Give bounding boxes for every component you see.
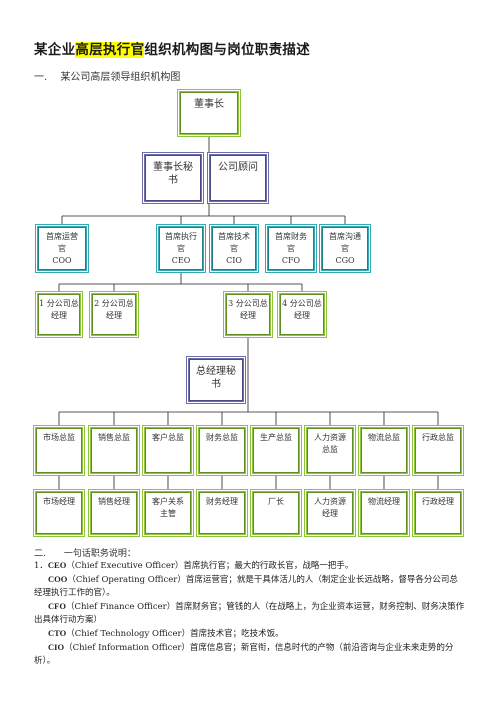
title-highlight: 高层执行官 xyxy=(75,42,145,58)
node-director-sales: 销售总监 xyxy=(88,425,140,476)
node-director-admin: 行政总监 xyxy=(412,425,464,476)
org-chart-connectors xyxy=(58,136,439,489)
node-branch-gm-1: 1 分公司总 经理 xyxy=(35,291,83,338)
title-prefix: 某企业 xyxy=(34,42,76,58)
node-chairman-secretary: 董事长秘 书 xyxy=(142,152,204,204)
desc-code: CTO xyxy=(48,628,67,638)
node-manager-hr: 人力资源 经理 xyxy=(304,489,356,537)
node-chairman: 董事长 xyxy=(177,89,241,137)
node-manager-admin: 行政经理 xyxy=(412,489,464,537)
desc-text: （Chief Finance Officer）首席财务官；管钱的人（在战略上，为… xyxy=(34,602,465,625)
node-factory-director: 厂长 xyxy=(250,489,302,537)
node-director-finance: 财务总监 xyxy=(196,425,248,476)
node-manager-customer-relations: 客户关系 主管 xyxy=(142,489,194,537)
node-branch-gm-3: 3 分公司总 经理 xyxy=(223,291,273,338)
node-director-hr: 人力资源 总监 xyxy=(304,425,356,476)
node-manager-logistics: 物流经理 xyxy=(358,489,410,537)
desc-code: CEO xyxy=(47,560,67,570)
desc-ceo: 1．CEO（Chief Executive Officer）首席执行官；最大的行… xyxy=(34,559,466,573)
node-branch-gm-4: 4 分公司总 经理 xyxy=(277,291,327,338)
desc-code: COO xyxy=(48,574,68,584)
node-manager-sales: 销售经理 xyxy=(88,489,140,537)
node-manager-finance: 财务经理 xyxy=(196,489,248,537)
node-coo: 首席运营 官 COO xyxy=(35,224,89,273)
job-descriptions: 1．CEO（Chief Executive Officer）首席执行官；最大的行… xyxy=(34,559,466,668)
desc-text: （Chief Information Officer）首席信息官；新官衔，信息时… xyxy=(34,643,454,666)
node-company-advisor: 公司顾问 xyxy=(207,152,269,204)
desc-text: （Chief Technology Officer）首席技术官；吃技术饭。 xyxy=(66,629,284,639)
desc-code: CIO xyxy=(48,642,65,652)
page-title: 某企业高层执行官组织机构图与岗位职责描述 xyxy=(34,38,310,58)
node-ceo: 首席执行 官 CEO xyxy=(156,224,206,273)
node-director-marketing: 市场总监 xyxy=(33,425,85,476)
node-cfo: 首席财务 官 CFO xyxy=(265,224,317,273)
desc-cio: CIO（Chief Information Officer）首席信息官；新官衔，… xyxy=(34,641,466,668)
desc-text: （Chief Executive Officer）首席执行官；最大的行政长官，战… xyxy=(66,561,354,571)
desc-number: 1． xyxy=(34,561,48,571)
desc-cfo: CFO（Chief Finance Officer）首席财务官；管钱的人（在战略… xyxy=(34,600,466,627)
node-manager-marketing: 市场经理 xyxy=(33,489,85,537)
desc-text: （Chief Operating Officer）首席运营官；就是干具体活儿的人… xyxy=(34,575,458,598)
section-2-heading: 二. 一句话职务说明： xyxy=(34,549,136,559)
section-1-heading: 一. 某公司高层领导组织机构图 xyxy=(34,72,181,83)
node-director-production: 生产总监 xyxy=(250,425,302,476)
desc-coo: COO（Chief Operating Officer）首席运营官；就是干具体活… xyxy=(34,573,466,600)
node-gm-secretary: 总经理秘 书 xyxy=(186,356,246,404)
title-suffix: 组织机构图与岗位职责描述 xyxy=(144,42,311,58)
node-cio: 首席技术 官 CIO xyxy=(209,224,259,273)
node-cgo: 首席沟通 官 CGO xyxy=(319,224,371,273)
node-branch-gm-2: 2 分公司总 经理 xyxy=(89,291,139,338)
desc-cto: CTO（Chief Technology Officer）首席技术官；吃技术饭。 xyxy=(34,627,466,641)
node-director-customer: 客户总监 xyxy=(142,425,194,476)
node-director-logistics: 物流总监 xyxy=(358,425,410,476)
desc-code: CFO xyxy=(48,601,66,611)
